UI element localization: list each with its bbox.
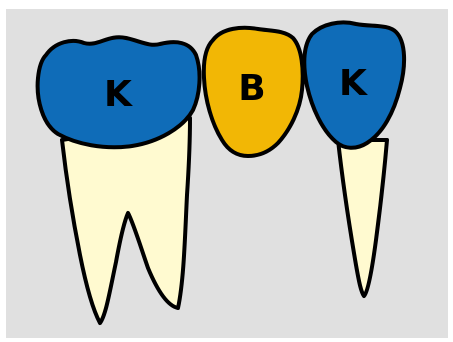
right-tooth-root [338,140,387,296]
pontic-label: B [238,68,265,109]
right-crown-label: K [339,63,368,104]
left-tooth-root [62,118,190,323]
left-crown-label: K [104,74,133,115]
